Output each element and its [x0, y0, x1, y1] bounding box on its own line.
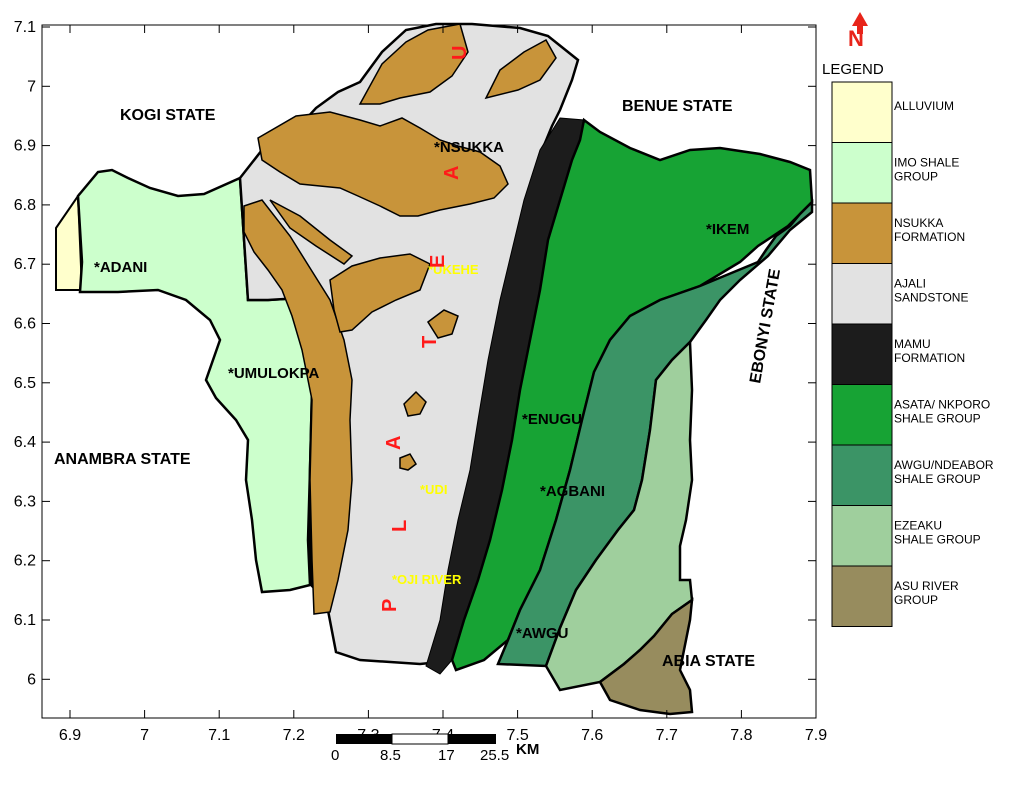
nsukka-formation-west-band [243, 199, 353, 615]
legend-swatch [831, 263, 893, 325]
awgu-ndeabor-shale-zone [496, 198, 814, 668]
imo-shale-zone [76, 168, 316, 594]
y-tick-label: 7 [27, 78, 36, 95]
y-tick-label: 6 [27, 671, 36, 688]
scale-label-8-5: 8.5 [380, 747, 401, 764]
plateau-letter-e: E [427, 255, 449, 268]
town-label-umulokpa: *UMULOKPA [228, 365, 320, 382]
legend-label: IMO SHALE [894, 156, 959, 170]
plateau-letter-t: T [419, 336, 441, 348]
x-tick-label: 7.8 [730, 727, 752, 744]
region-label-benue: BENUE STATE [622, 98, 733, 115]
y-tick-label: 6.5 [14, 375, 36, 392]
y-tick-label: 6.9 [14, 138, 36, 155]
nsukka-formation-blob-3 [399, 453, 417, 471]
scale-label-25-5: 25.5 [480, 747, 509, 764]
scale-segment-1 [336, 734, 392, 744]
scale-segment-2 [391, 733, 449, 745]
legend-label: ASU RIVER [894, 579, 959, 593]
legend-label-line2: SHALE GROUP [894, 533, 981, 547]
x-tick-label: 6.9 [59, 727, 81, 744]
legend-swatch [831, 505, 893, 567]
legend-label: NSUKKA [894, 216, 943, 230]
y-axis: 7.1 7 6.9 6.8 6.7 6.6 6.5 6.4 6.3 6.2 6.1 6 [14, 19, 816, 688]
legend-swatch [831, 384, 893, 446]
nsukka-formation-north [358, 23, 469, 105]
scale-segment-3 [448, 734, 496, 744]
legend-swatch [831, 444, 893, 506]
legend-swatch [831, 142, 893, 204]
plateau-letter-a2: A [441, 166, 463, 180]
x-tick-label: 7 [140, 727, 149, 744]
nsukka-formation-north-east [484, 38, 557, 100]
legend-label: AJALI [894, 277, 926, 291]
scale-bar: 0 8.5 17 25.5 KM [331, 733, 539, 764]
legend-swatch [831, 323, 893, 385]
y-tick-label: 6.6 [14, 316, 36, 333]
x-tick-label: 7.1 [208, 727, 230, 744]
legend-label-line2: SHALE GROUP [894, 472, 981, 486]
nsukka-formation-ridge [329, 253, 431, 333]
region-label-abia: ABIA STATE [662, 653, 755, 670]
town-label-oji-river: *OJI RIVER [392, 572, 462, 587]
scale-label-0: 0 [331, 747, 339, 764]
legend-label: MAMU [894, 337, 931, 351]
legend-swatch [831, 81, 893, 143]
town-label-agbani: *AGBANI [540, 483, 605, 500]
town-label-ikem: *IKEM [706, 221, 749, 238]
legend-label-line2: SHALE GROUP [894, 412, 981, 426]
x-tick-label: 7.9 [805, 727, 827, 744]
town-label-nsukka: *NSUKKA [434, 139, 504, 156]
y-tick-label: 6.7 [14, 256, 36, 273]
legend-label: ALLUVIUM [894, 99, 954, 113]
legend-label-line2: FORMATION [894, 230, 965, 244]
legend-label-line2: GROUP [894, 170, 938, 184]
legend-label: EZEAKU [894, 519, 942, 533]
asu-river-zone [598, 597, 694, 716]
y-tick-label: 6.4 [14, 434, 36, 451]
town-label-enugu: *ENUGU [522, 411, 582, 428]
legend-label-line2: FORMATION [894, 351, 965, 365]
north-arrow-icon: N [848, 12, 868, 51]
region-label-anambra: ANAMBRA STATE [54, 451, 191, 468]
legend-label: ASATA/ NKPORO [894, 398, 990, 412]
legend-label-line2: SANDSTONE [894, 291, 968, 305]
y-tick-label: 6.8 [14, 197, 36, 214]
x-tick-label: 7.5 [506, 727, 528, 744]
plateau-letter-l: L [389, 520, 411, 532]
y-tick-label: 6.2 [14, 553, 36, 570]
legend-swatch [831, 565, 893, 627]
north-arrow-label: N [848, 26, 864, 51]
x-tick-label: 7.2 [283, 727, 305, 744]
legend-swatch [831, 202, 893, 264]
geology-layer [55, 22, 814, 716]
nsukka-formation-strip [269, 199, 354, 265]
nsukka-formation-blob-2 [403, 390, 427, 417]
town-label-ukehe: *UKEHE [428, 262, 479, 277]
y-tick-label: 7.1 [14, 19, 36, 36]
scale-unit: KM [516, 741, 539, 758]
y-tick-label: 6.1 [14, 612, 36, 629]
legend-label-line2: GROUP [894, 593, 938, 607]
plateau-letter-p: P [379, 599, 401, 612]
legend-title: LEGEND [822, 61, 884, 78]
region-label-kogi: KOGI STATE [120, 107, 216, 124]
y-tick-label: 6.3 [14, 493, 36, 510]
legend-label: AWGU/NDEABOR [894, 458, 994, 472]
x-tick-label: 7.7 [656, 727, 678, 744]
nsukka-formation-central [257, 111, 509, 217]
scale-label-17: 17 [438, 747, 455, 764]
town-label-adani: *ADANI [94, 259, 147, 276]
plateau-letter-u: U [449, 46, 471, 60]
town-label-udi: *UDI [420, 482, 447, 497]
town-label-awgu: *AWGU [516, 625, 569, 642]
plateau-letter-a: A [383, 436, 405, 450]
x-tick-label: 7.6 [581, 727, 603, 744]
nsukka-formation-blob-1 [426, 309, 459, 339]
